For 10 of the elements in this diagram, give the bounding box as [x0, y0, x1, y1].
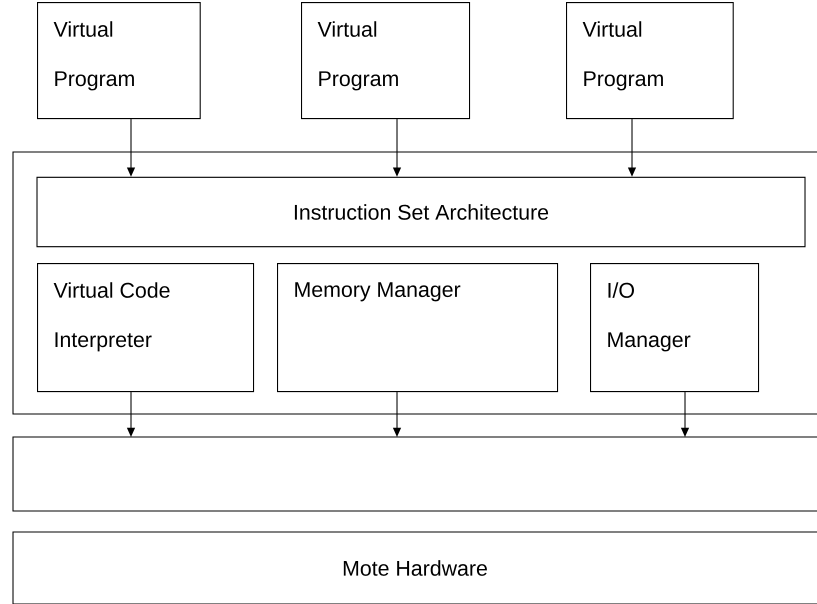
- module-box: Instruction Set Architecture: [36, 176, 806, 248]
- module-box: I/O Manager: [590, 263, 760, 392]
- module-box: Virtual Code Interpreter: [37, 263, 254, 392]
- module-box: Mote Hardware: [12, 531, 817, 604]
- program-box: Virtual Program: [566, 2, 734, 120]
- module-box: Memory Manager: [277, 263, 558, 392]
- program-box: Virtual Program: [301, 2, 470, 120]
- layer-band: [12, 151, 817, 415]
- layer-band: [12, 436, 817, 512]
- program-box: Virtual Program: [37, 2, 201, 120]
